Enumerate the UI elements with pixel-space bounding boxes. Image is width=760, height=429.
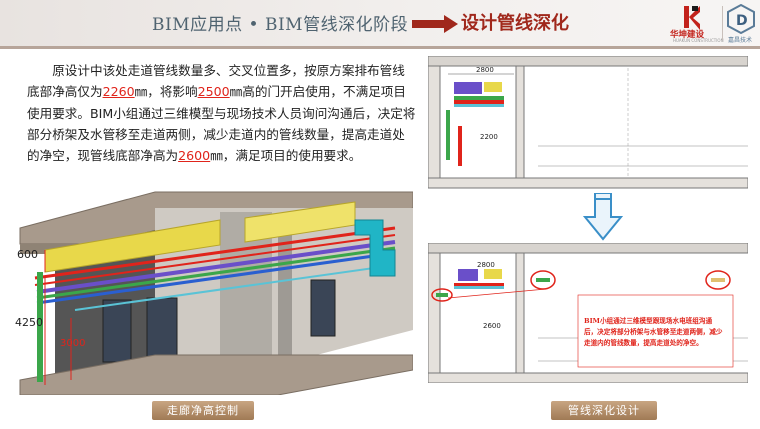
section-plan-after: [428, 243, 748, 383]
huakun-logo-subtext: HUAKUN CONSTRUCTION: [673, 38, 724, 43]
plan1-width-label: 2800: [476, 66, 494, 74]
huakun-logo-icon: [684, 6, 700, 30]
description-paragraph: 原设计中该处走道管线数量多、交叉位置多，按原方案排布管线底部净高仅为2260㎜，…: [27, 60, 417, 166]
logo-divider: [722, 6, 723, 40]
header-band: [0, 0, 760, 46]
down-arrow-icon: [583, 193, 623, 241]
bim-3d-model: [19, 191, 413, 395]
plan1-height-label: 2200: [480, 133, 498, 141]
caption-corridor-height: 走廊净高控制: [152, 401, 254, 420]
dim-label-600: 600: [17, 248, 38, 261]
plan2-width-label: 2800: [477, 261, 495, 269]
jiachang-logo-text: 嘉昌技术: [728, 37, 753, 44]
height-value-2600: 2600: [178, 148, 211, 164]
dim-label-4250: 4250: [15, 316, 43, 329]
section-plan-before: [428, 56, 748, 189]
plan-note: BIM小组通过三维模型跟现场水电班组沟通后，决定将部分桥架与水管移至走道两侧，减…: [584, 317, 723, 347]
height-value-2260: 2260: [102, 84, 135, 100]
section-title: BIM应用点 • BIM管线深化阶段: [152, 15, 409, 35]
right-arrow-icon: [412, 15, 458, 33]
desc-text-4: ㎜，满足项目的使用要求。: [210, 148, 362, 164]
plan2-height-label: 2600: [483, 322, 501, 330]
page-title: 设计管线深化: [461, 13, 569, 34]
huakun-logo-text: 华坤建设: [670, 30, 705, 40]
svg-text:D: D: [736, 13, 748, 29]
jiachang-logo-icon: D: [727, 4, 755, 34]
dim-label-3000: 3000: [60, 338, 86, 349]
desc-text-3: ㎜高的门开启使用，不满足项目使用要求。BIM小组通过三维模型与现场技术人员询问沟…: [27, 84, 416, 164]
header-divider: [0, 46, 760, 49]
desc-text-1: 原设计中该处走道管线数量多、交叉位置多，按原方案排布管线底部净高仅为: [27, 63, 405, 100]
desc-text-2: ㎜，将影响: [134, 84, 198, 100]
caption-pipeline-design: 管线深化设计: [551, 401, 657, 420]
height-value-2500: 2500: [197, 84, 230, 100]
